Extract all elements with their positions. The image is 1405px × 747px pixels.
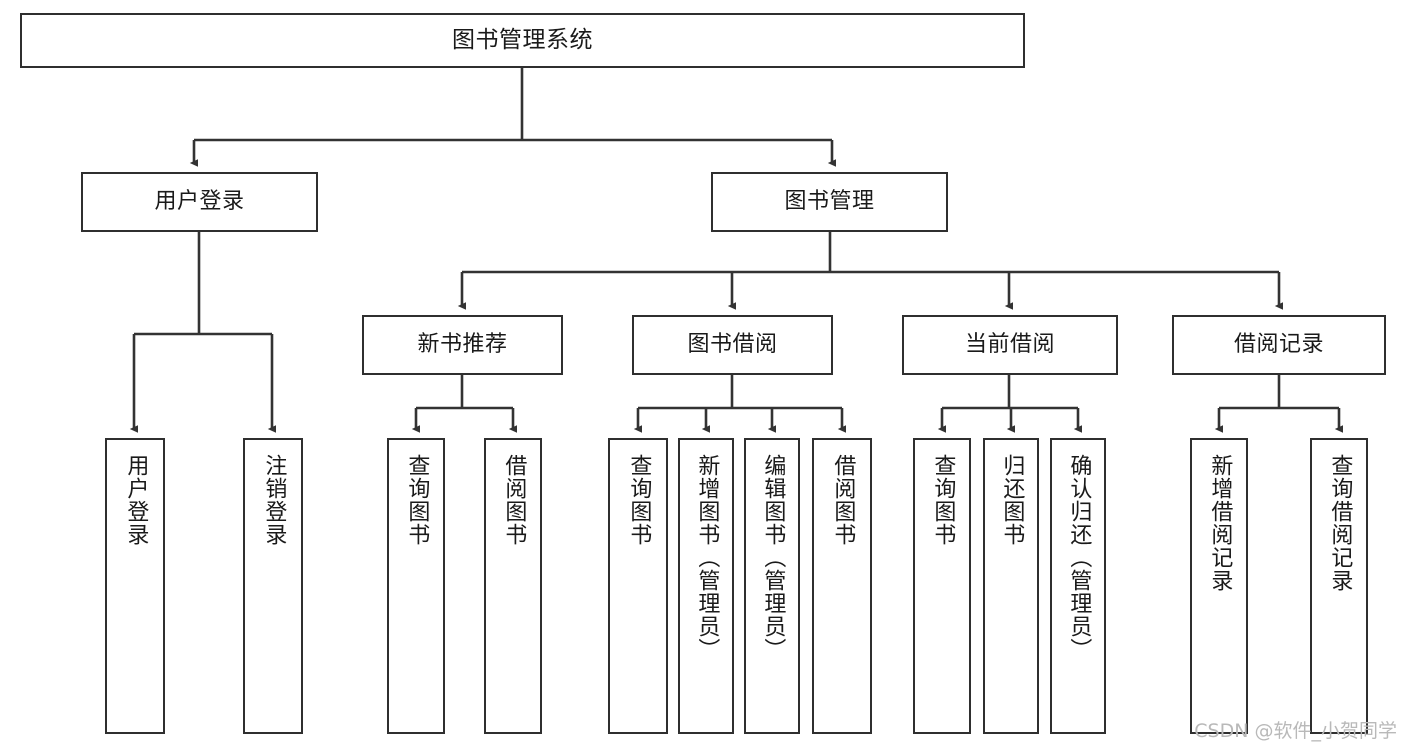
node-label: 当前借阅 xyxy=(964,332,1055,358)
node-label: 图书借阅 xyxy=(687,332,778,358)
node-label: 图书管理系统 xyxy=(452,27,593,54)
node-label: 用户登录 xyxy=(123,454,149,546)
node-leaf-user-login[interactable]: 用户登录 xyxy=(105,438,165,734)
node-leaf-query-book-recommend[interactable]: 查询图书 xyxy=(387,438,445,734)
node-current-borrow[interactable]: 当前借阅 xyxy=(902,315,1118,375)
node-leaf-add-book[interactable]: 新增图书（管理员） xyxy=(678,438,734,734)
node-label: 新增图书（管理员） xyxy=(694,454,720,661)
node-label: 借阅记录 xyxy=(1233,332,1324,358)
node-new-book-recommend[interactable]: 新书推荐 xyxy=(362,315,563,375)
node-leaf-query-book-borrow[interactable]: 查询图书 xyxy=(608,438,668,734)
watermark: CSDN @软件_小贺同学 xyxy=(1194,720,1397,742)
node-label: 注销登录 xyxy=(261,454,287,546)
node-label: 新书推荐 xyxy=(417,332,508,358)
node-leaf-edit-book[interactable]: 编辑图书（管理员） xyxy=(744,438,800,734)
node-label: 借阅图书 xyxy=(830,454,856,546)
node-label: 新增借阅记录 xyxy=(1207,454,1233,592)
node-label: 查询图书 xyxy=(626,454,652,546)
node-label: 查询图书 xyxy=(930,454,956,546)
node-leaf-confirm-return[interactable]: 确认归还（管理员） xyxy=(1050,438,1106,734)
node-root-system[interactable]: 图书管理系统 xyxy=(20,13,1025,68)
node-leaf-borrow-book[interactable]: 借阅图书 xyxy=(812,438,872,734)
node-label: 借阅图书 xyxy=(501,454,527,546)
node-label: 查询借阅记录 xyxy=(1327,454,1353,592)
node-leaf-borrow-book-recommend[interactable]: 借阅图书 xyxy=(484,438,542,734)
node-user-login[interactable]: 用户登录 xyxy=(81,172,318,232)
node-label: 查询图书 xyxy=(404,454,430,546)
node-leaf-add-borrow-record[interactable]: 新增借阅记录 xyxy=(1190,438,1248,734)
node-leaf-return-book[interactable]: 归还图书 xyxy=(983,438,1039,734)
node-borrow-record[interactable]: 借阅记录 xyxy=(1172,315,1386,375)
node-leaf-query-book-current[interactable]: 查询图书 xyxy=(913,438,971,734)
node-label: 图书管理 xyxy=(784,189,875,215)
node-label: 编辑图书（管理员） xyxy=(760,454,786,661)
node-label: 确认归还（管理员） xyxy=(1066,454,1092,661)
node-label: 用户登录 xyxy=(154,189,245,215)
node-leaf-logout[interactable]: 注销登录 xyxy=(243,438,303,734)
node-leaf-query-borrow-record[interactable]: 查询借阅记录 xyxy=(1310,438,1368,734)
node-book-borrow[interactable]: 图书借阅 xyxy=(632,315,833,375)
node-book-management[interactable]: 图书管理 xyxy=(711,172,948,232)
node-label: 归还图书 xyxy=(999,454,1025,546)
